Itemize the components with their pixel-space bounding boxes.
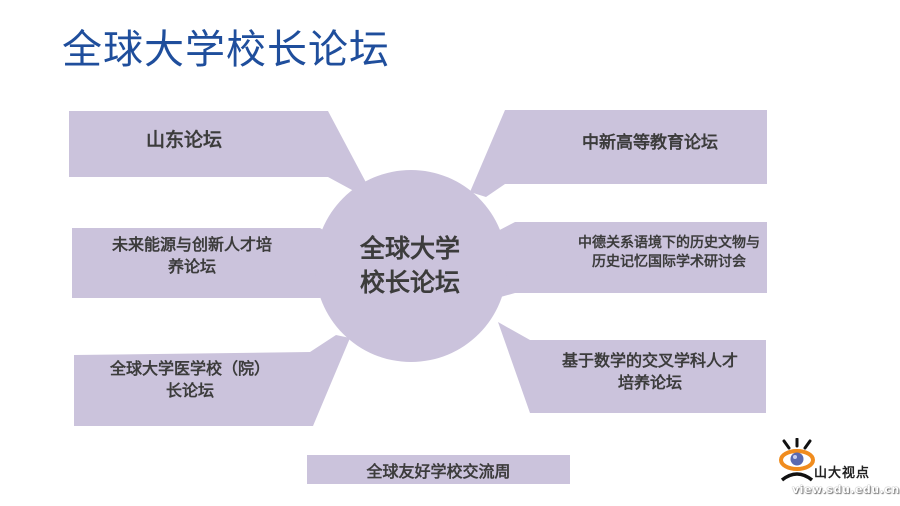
callout-top-right: 中新高等教育论坛: [530, 132, 770, 155]
callout-shape-bottom-left: [74, 335, 350, 426]
callout-shape-middle-left: [72, 228, 336, 298]
callout-shape-middle-right: [490, 222, 767, 300]
callout-top-right-line1: 中新高等教育论坛: [582, 133, 718, 153]
callout-bottom-right-line2: 培养论坛: [617, 372, 682, 392]
callout-middle-left-line2: 养论坛: [167, 256, 216, 276]
bottom-bar: 全球友好学校交流周: [307, 455, 570, 484]
slide-title: 全球大学校长论坛: [62, 27, 390, 73]
callout-middle-left-line1: 未来能源与创新人才培: [111, 235, 272, 254]
logo-name: 山大视点: [814, 466, 871, 481]
callout-bottom-right-line1: 基于数学的交叉学科人才: [561, 351, 738, 370]
callout-middle-right: 中德关系语境下的历史文物与 历史记忆国际学术研讨会: [520, 234, 760, 272]
callout-bottom-left-line2: 长论坛: [165, 380, 214, 400]
eye-logo-icon: [779, 438, 815, 482]
callout-shape-top-right: [470, 110, 767, 197]
sdu-view-logo: 山大视点 view.sdu.edu.cn: [778, 438, 900, 500]
center-topic-line1: 全球大学: [359, 234, 460, 263]
bottom-bar-label: 全球友好学校交流周: [366, 461, 511, 481]
callout-middle-right-line1: 中德关系语境下的历史文物与: [578, 235, 760, 251]
callout-top-left-line1: 山东论坛: [145, 129, 222, 151]
logo-url: view.sdu.edu.cn: [792, 483, 900, 496]
callout-bottom-left-line1: 全球大学医学校（院）: [109, 359, 270, 378]
callout-bottom-right: 基于数学的交叉学科人才 培养论坛: [530, 350, 770, 393]
callout-top-left: 山东论坛: [69, 128, 299, 154]
center-circle: [315, 170, 507, 362]
callout-shape-top-left: [69, 111, 370, 190]
center-topic-line2: 校长论坛: [359, 267, 460, 297]
callout-bottom-left: 全球大学医学校（院） 长论坛: [80, 358, 300, 401]
callout-middle-left: 未来能源与创新人才培 养论坛: [72, 234, 312, 277]
callout-shape-bottom-right: [498, 322, 766, 413]
callout-middle-right-line2: 历史记忆国际学术研讨会: [592, 253, 746, 270]
center-topic: 全球大学 校长论坛: [340, 232, 480, 300]
